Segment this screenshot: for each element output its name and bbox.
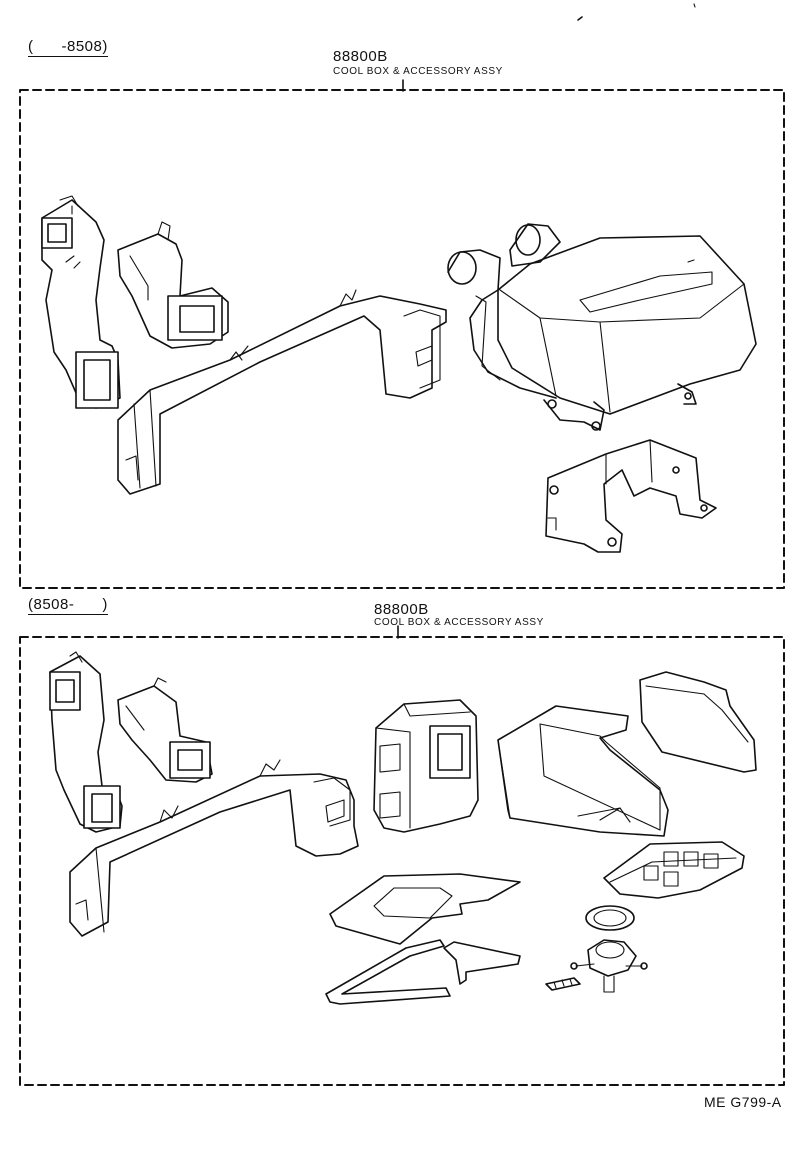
top-side-duct [41, 195, 121, 409]
bottom-model-range-label: (8508- ) [28, 596, 108, 615]
top-part-number: 88800B [333, 48, 388, 65]
bottom-core-unit [373, 699, 479, 833]
bottom-model-range-text: (8508- ) [28, 596, 108, 613]
bottom-box-housing [497, 705, 669, 837]
bottom-elbow-duct [117, 677, 213, 783]
bottom-tray [603, 841, 745, 899]
bottom-side-panel [639, 671, 757, 773]
bottom-seal-strips [325, 939, 521, 1005]
illustration-code: ME G799-A [704, 1094, 782, 1110]
stray-mark [577, 16, 583, 21]
bottom-small-clip [545, 977, 581, 991]
top-model-range-text: ( -8508) [28, 38, 108, 55]
top-elbow-duct [117, 221, 229, 349]
bottom-thermostat-fitting [570, 939, 648, 993]
top-range-underline [28, 56, 108, 57]
top-cool-box-unit [447, 223, 757, 431]
bottom-floor-pad [329, 873, 521, 945]
bottom-side-duct [49, 651, 123, 833]
stray-mark [693, 3, 696, 8]
bottom-assembly-frame [19, 636, 785, 1086]
top-assembly-frame [19, 89, 785, 589]
bottom-part-number: 88800B [374, 601, 429, 618]
bottom-main-duct [69, 759, 359, 937]
bottom-gasket-ring [585, 905, 635, 931]
bottom-range-underline [28, 614, 108, 615]
top-main-duct [117, 289, 447, 495]
top-mounting-bracket [545, 439, 717, 553]
top-part-name: COOL BOX & ACCESSORY ASSY [333, 66, 503, 77]
bottom-part-name: COOL BOX & ACCESSORY ASSY [374, 617, 544, 628]
top-model-range-label: ( -8508) [28, 38, 108, 57]
